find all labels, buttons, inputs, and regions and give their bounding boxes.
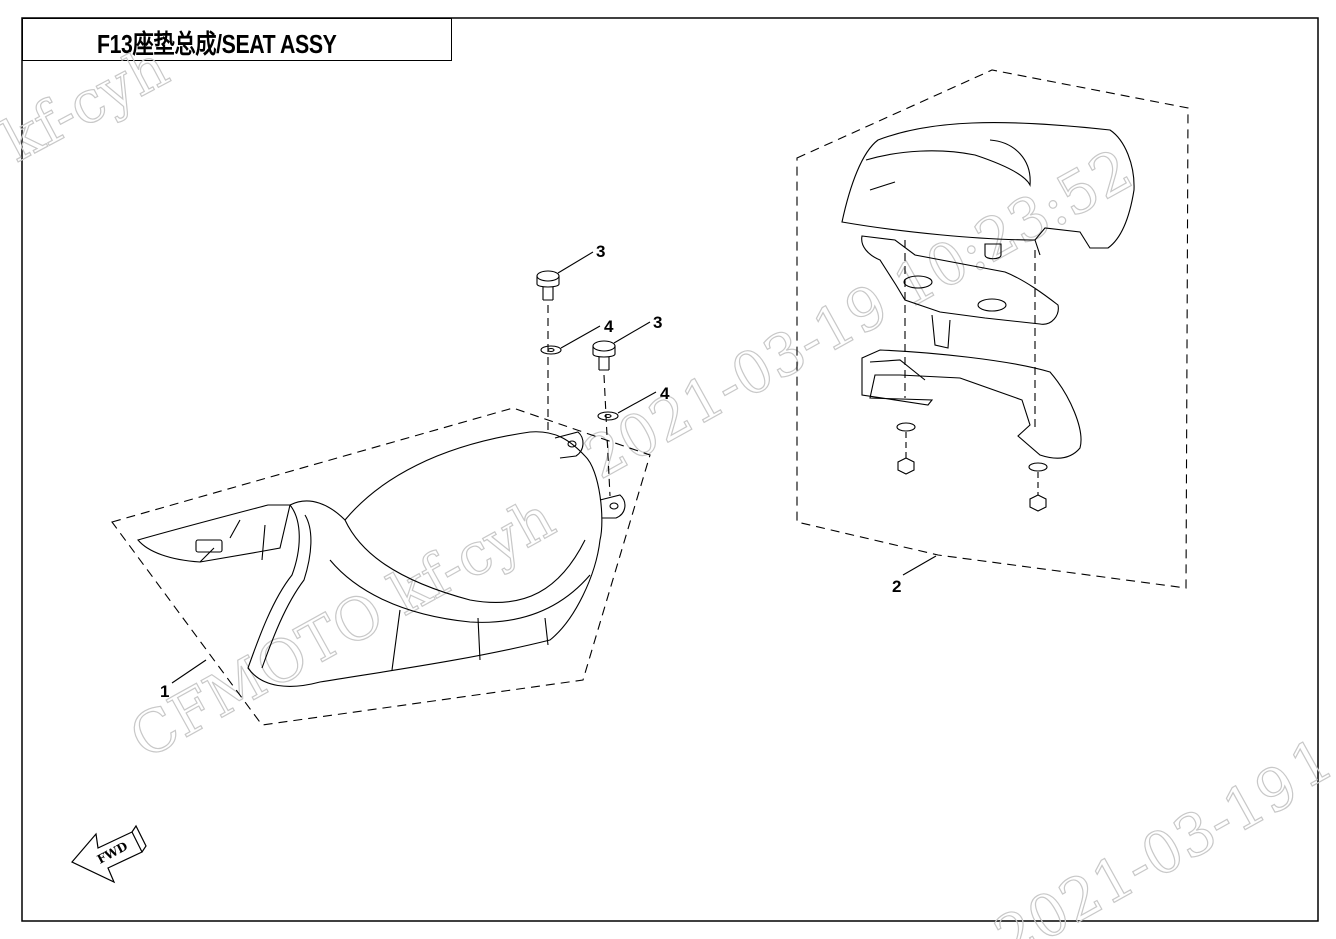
rear-washer-right: [1028, 462, 1048, 472]
leader-washer-right: [617, 391, 657, 414]
title-block: F13座垫总成/SEAT ASSY: [22, 18, 452, 61]
bolt-left-shank: [542, 287, 554, 301]
washer-left: [540, 345, 562, 355]
watermark-bottom-date: 2021-03-19: [984, 751, 1309, 939]
fwd-arrow-label: FWD: [95, 839, 130, 867]
bolt-right-head: [592, 340, 616, 352]
leader-bolt-left: [557, 251, 594, 274]
bolt-right-body: [592, 346, 616, 358]
rear-nut-left: [897, 457, 915, 475]
callout-3-left: 3: [596, 242, 605, 261]
front-seat-tab-right: [599, 494, 626, 519]
rear-seat-plate-hook: [931, 314, 951, 349]
fwd-arrow-depth: [131, 824, 147, 853]
rear-seat-cushion: [841, 122, 1135, 249]
front-seat-tail-bracket: [137, 504, 291, 563]
callout-3-right: 3: [653, 313, 662, 332]
washer-left-hole: [547, 347, 555, 353]
front-seat-outline: [247, 431, 603, 687]
rear-seat-plate-stud: [984, 243, 1002, 260]
front-seat-cushion-line: [344, 519, 586, 604]
rear-seat-cushion-contour: [865, 139, 1031, 188]
front-seat-inner-edge: [261, 514, 312, 669]
watermark-top-left: kf-cyh: [0, 32, 179, 175]
drawing-frame: [21, 17, 1319, 922]
front-seat-boundary: [111, 407, 651, 726]
front-seat-group: [111, 407, 651, 726]
fwd-arrow: FWD: [71, 824, 147, 884]
rear-seat-plate: [861, 235, 1059, 325]
rear-seat-group: [796, 69, 1189, 589]
front-seat-tab-right-hole: [609, 502, 619, 510]
bolt-left-body: [536, 276, 560, 288]
callout-4-left: 4: [604, 317, 614, 336]
front-seat-tab-left-hole: [567, 440, 577, 448]
rear-seat-bracket: [861, 349, 1082, 459]
rear-seat-cushion-details: [869, 181, 1041, 256]
rear-seat-boundary: [796, 69, 1189, 589]
watermark-layer: kf-cyh 2021-03-19 10:23:52 CFMOTO kf-cyh…: [0, 32, 1336, 939]
front-seat-tab-left: [554, 431, 584, 459]
leader-front-seat: [171, 659, 207, 684]
washer-right: [597, 411, 619, 421]
rear-washer-left: [896, 422, 916, 432]
rear-seat-plate-hole-2: [977, 298, 1007, 312]
fastener-group-front: [171, 251, 657, 684]
bolt-right-shank: [598, 357, 610, 371]
front-seat-tail-latch: [195, 539, 223, 553]
leader-bolt-right: [613, 321, 651, 344]
rear-seat-plate-hole-1: [903, 275, 933, 289]
fwd-arrow-shape: [71, 831, 143, 884]
callout-2: 2: [892, 577, 901, 596]
front-seat-cushion-line-2: [329, 559, 591, 623]
front-seat-panel-seams: [391, 609, 549, 671]
leader-washer-left: [560, 325, 601, 349]
diagram-title: F13座垫总成/SEAT ASSY: [97, 29, 337, 59]
callout-4-right: 4: [660, 384, 670, 403]
washer-right-hole: [604, 413, 612, 419]
rear-nut-right: [1029, 494, 1047, 512]
leader-rear-seat: [902, 555, 937, 576]
bolt-left-head: [536, 270, 560, 282]
rear-seat-bracket-inner: [869, 359, 926, 381]
callout-1: 1: [160, 682, 169, 701]
bolt-right-axis: [603, 374, 611, 497]
front-seat-tail-ribs: [199, 519, 266, 563]
